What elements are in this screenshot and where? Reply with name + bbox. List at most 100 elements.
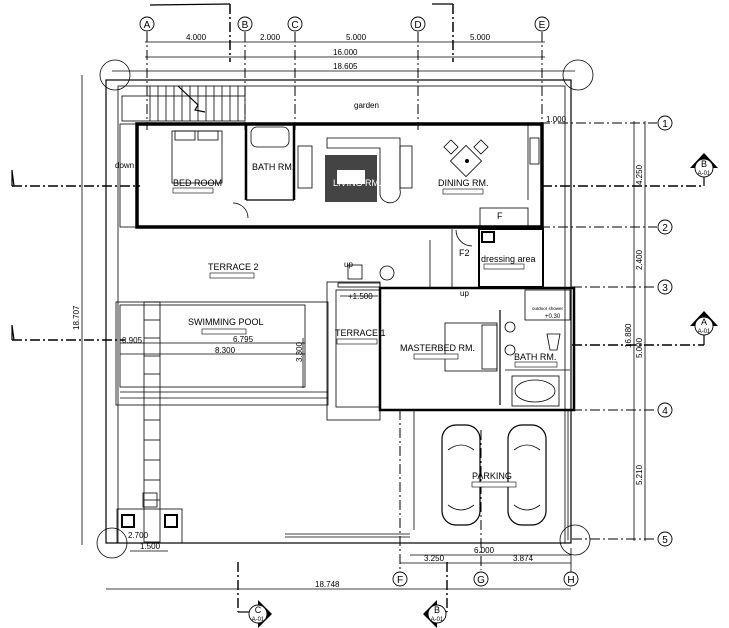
grid-row-5: 5: [572, 531, 673, 547]
bath-room-2-label: BATH RM.: [514, 352, 556, 362]
entrance-gate: [116, 492, 183, 544]
parking: [285, 410, 569, 570]
dim-g-h: 3.874: [513, 554, 534, 563]
dressing-area-label: dressing area: [481, 254, 536, 264]
room-tag: [471, 481, 517, 488]
f2-label: F2: [459, 248, 470, 258]
dim-4-5: 5.210: [635, 464, 644, 485]
room-tag: [483, 263, 525, 270]
section-sheet: A-01: [698, 171, 711, 177]
room-tag: [442, 188, 484, 195]
left-dimension: 18.707: [72, 75, 83, 545]
section-marker-b-right: B A-01: [690, 153, 718, 178]
outdoor-shower-level: +0.30: [545, 314, 561, 320]
bottom-dimensions: 6.000 3.250 3.874 18.748: [106, 546, 572, 590]
down-label: down: [115, 161, 134, 170]
column-grid: A B C D E: [139, 16, 550, 130]
section-marker-c-bottom: C A-01: [248, 600, 272, 628]
grid-column-e: E: [534, 16, 550, 130]
grid-label: 3: [662, 283, 668, 294]
grid-column-a: A: [139, 16, 155, 130]
dim-parking: 6.000: [474, 546, 495, 555]
dim-bottom-overall: 18.748: [315, 580, 340, 589]
up-label-2: up: [460, 289, 469, 298]
section-letter: B: [701, 159, 707, 169]
terrace-1: [326, 281, 381, 421]
outdoor-shower-label: outdoor shower: [532, 306, 564, 311]
row-grid: 1 2 3 4 5: [540, 115, 673, 547]
dim-3-4: 5.000: [635, 337, 644, 358]
dim-c-d: 5.000: [346, 33, 367, 42]
grid-label: B: [242, 20, 249, 31]
site-boundary: 1.000: [96, 59, 594, 559]
grid-label: 1: [662, 119, 668, 130]
room-tag: [201, 328, 247, 335]
right-dimensions: 4.250 2.400 5.000 5.210 16.880: [624, 121, 646, 541]
section-letter: B: [434, 605, 440, 615]
parking-label: PARKING: [472, 471, 512, 481]
dim-gate-width: 2.700: [128, 531, 149, 540]
dim-left-overall: 18.707: [72, 305, 81, 330]
grid-row-1: 1: [540, 115, 673, 131]
grid-column-c: C: [287, 16, 303, 130]
car-left: [441, 424, 481, 526]
grid-label: F: [397, 575, 403, 586]
grid-label: 4: [662, 406, 668, 417]
section-sheet: A-01: [698, 329, 711, 335]
room-tag: [209, 272, 255, 279]
dim-pool-width: 3.300: [295, 341, 304, 362]
dining-room-label: DINING RM.: [438, 178, 489, 188]
living-furniture: [297, 137, 413, 204]
bath-room-1-label: BATH RM.: [252, 162, 294, 172]
grid-row-4: 4: [572, 402, 673, 418]
grid-label: G: [477, 575, 485, 586]
dim-b-c: 2.000: [260, 33, 281, 42]
top-dimensions: 4.000 2.000 5.000 5.000 16.000 18.605: [112, 3, 575, 72]
swimming-pool: [115, 301, 329, 543]
grid-row-2: 2: [540, 219, 673, 235]
grid-label: E: [539, 20, 546, 31]
dim-2-3: 2.400: [635, 249, 644, 270]
dim-gate-offset: 1.500: [140, 542, 161, 551]
room-tag: [336, 338, 378, 345]
dim-d-e: 5.000: [470, 33, 491, 42]
upper-building: [119, 122, 544, 229]
bed-room-label: BED ROOM: [173, 178, 222, 188]
grid-label: 5: [662, 535, 668, 546]
grid-label: D: [414, 20, 421, 31]
masterbed-room-label: MASTERBED RM.: [400, 343, 475, 353]
dim-setback: 1.000: [546, 115, 567, 124]
door-swing: [232, 202, 249, 219]
grid-column-d: D: [410, 16, 426, 130]
section-marker-a-right: A A-01: [690, 311, 718, 336]
dim-a-b: 4.000: [186, 33, 207, 42]
grid-label: 2: [662, 223, 668, 234]
living-room-label: LIVING RM.: [333, 178, 382, 188]
section-letter: C: [255, 605, 262, 615]
dim-pool-inner: 6.795: [233, 335, 254, 344]
bottom-grid: F G H: [392, 571, 579, 587]
fridge-label: F: [497, 211, 503, 221]
room-tag: [172, 187, 214, 194]
section-marker-b-bottom: B A-01: [423, 600, 447, 628]
grid-label: H: [567, 575, 574, 586]
grid-label: C: [291, 20, 298, 31]
dim-right-total: 16.880: [624, 323, 633, 348]
grid-label: A: [144, 20, 151, 31]
dim-pool-offset: 0.905: [122, 336, 143, 345]
section-letter: A: [701, 317, 707, 327]
dim-f-g: 3.250: [424, 554, 445, 563]
car-right: [507, 424, 547, 526]
dim-top-overall: 18.605: [333, 62, 358, 71]
dim-1-2: 4.250: [635, 164, 644, 185]
bed-furniture: [171, 130, 223, 184]
dim-top-total: 16.000: [333, 48, 358, 57]
section-sheet: A-01: [252, 617, 265, 623]
garden-label: garden: [354, 101, 379, 110]
dining-table: [443, 139, 489, 178]
section-cut-lines: [11, 169, 705, 613]
room-tag: [413, 353, 459, 360]
dim-pool-length: 8.300: [215, 346, 236, 355]
entry-stairs: [121, 85, 246, 122]
